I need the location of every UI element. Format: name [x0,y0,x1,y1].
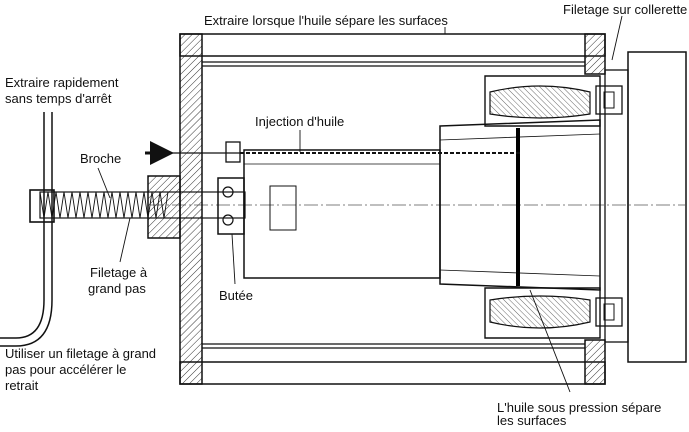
machine-body [604,51,687,363]
label-quick-extract-2: sans temps d'arrêt [5,91,112,106]
label-hint-3: retrait [5,378,39,393]
label-quick-extract-1: Extraire rapidement [5,75,119,90]
oil-fitting [225,141,241,163]
label-thread-2: grand pas [88,281,146,296]
label-hint-2: pas pour accélérer le [5,362,127,377]
label-stop: Butée [219,288,253,303]
label-spindle: Broche [80,151,122,166]
label-oil-pressure-2: les surfaces [497,413,567,428]
label-extract-on-oil: Extraire lorsque l'huile sépare les surf… [204,13,448,28]
label-hint-1: Utiliser un filetage à grand [5,346,157,361]
label-oil-pressure-1: L'huile sous pression sépare [497,400,662,415]
thrust-bearing [217,177,245,235]
piston-body [243,149,441,279]
threaded-spindle [29,189,246,223]
bearing-bottom [484,287,623,339]
extraction-housing [179,33,606,385]
bearing-top [484,75,623,127]
label-thread-1: Filetage à [90,265,148,280]
leader-lines [97,15,623,393]
label-collar-thread: Filetage sur collerette [563,2,688,17]
label-oil-injection: Injection d'huile [255,114,345,129]
spindle-nut [147,175,181,239]
crank-handle [0,112,53,347]
